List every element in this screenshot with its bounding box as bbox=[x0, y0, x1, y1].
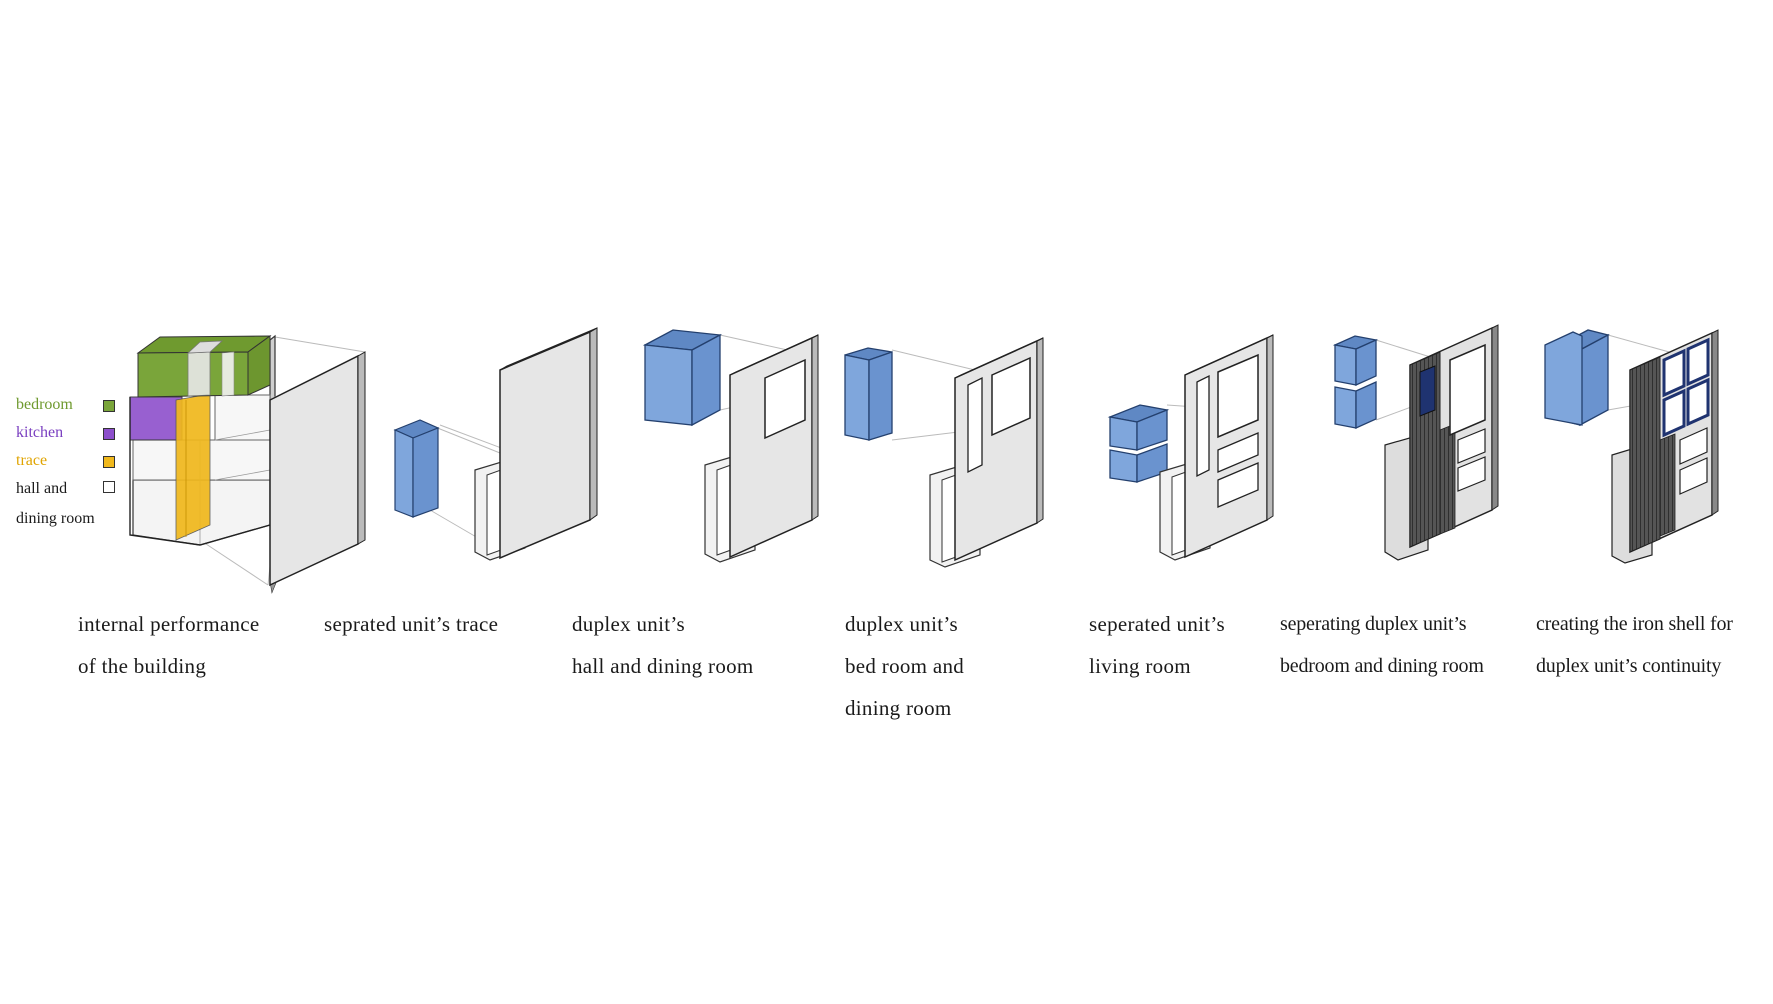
step3-duplex-hall bbox=[642, 329, 819, 563]
step5-living-room bbox=[1107, 334, 1274, 561]
step2-trace bbox=[393, 327, 598, 561]
legend-label-bedroom: bedroom bbox=[16, 396, 73, 413]
legend-label-trace: trace bbox=[16, 452, 48, 469]
caption-step7: creating the iron shell for duplex unit’… bbox=[1536, 603, 1733, 687]
legend-label-hall: hall and bbox=[16, 480, 68, 497]
caption-line: seperating duplex unit’s bbox=[1280, 613, 1467, 635]
caption-line: internal performance bbox=[78, 612, 260, 636]
caption-step2: seprated unit’s trace bbox=[324, 603, 498, 645]
caption-line: bed room and bbox=[845, 654, 965, 678]
legend-label-dining: dining room bbox=[16, 510, 95, 527]
legend-swatch-trace bbox=[103, 456, 115, 468]
step4-duplex-bedroom bbox=[844, 337, 1044, 568]
caption-step1: internal performance of the building bbox=[78, 603, 260, 687]
legend-item-trace: trace bbox=[16, 451, 128, 479]
caption-line: dining room bbox=[845, 696, 952, 720]
caption-step6: seperating duplex unit’s bedroom and din… bbox=[1280, 603, 1484, 687]
caption-line: duplex unit’s bbox=[572, 612, 685, 636]
caption-line: of the building bbox=[78, 654, 207, 678]
caption-step5: seperated unit’s living room bbox=[1089, 603, 1225, 687]
caption-line: bedroom and dining room bbox=[1280, 655, 1484, 677]
caption-step3: duplex unit’s hall and dining room bbox=[572, 603, 754, 687]
caption-line: hall and dining room bbox=[572, 654, 754, 678]
legend-swatch-hall-dining bbox=[103, 481, 115, 493]
caption-step4: duplex unit’s bed room and dining room bbox=[845, 603, 964, 729]
legend-swatch-bedroom bbox=[103, 400, 115, 412]
caption-line: duplex unit’s bbox=[845, 612, 958, 636]
caption-line: duplex unit’s continuity bbox=[1536, 655, 1722, 677]
step1-building-massing bbox=[129, 334, 366, 594]
legend: bedroom kitchen trace hall and dining ro… bbox=[16, 395, 128, 537]
legend-item-kitchen: kitchen bbox=[16, 423, 128, 451]
caption-line: living room bbox=[1089, 654, 1191, 678]
legend-label-kitchen: kitchen bbox=[16, 424, 64, 441]
legend-item-hall-dining: hall and dining room bbox=[16, 479, 128, 537]
caption-line: seperated unit’s bbox=[1089, 612, 1226, 636]
step7-iron-shell bbox=[1544, 329, 1719, 564]
caption-line: creating the iron shell for bbox=[1536, 613, 1733, 635]
step6-separating bbox=[1332, 324, 1499, 561]
legend-swatch-kitchen bbox=[103, 428, 115, 440]
legend-item-bedroom: bedroom bbox=[16, 395, 128, 423]
caption-line: seprated unit’s trace bbox=[324, 612, 499, 636]
